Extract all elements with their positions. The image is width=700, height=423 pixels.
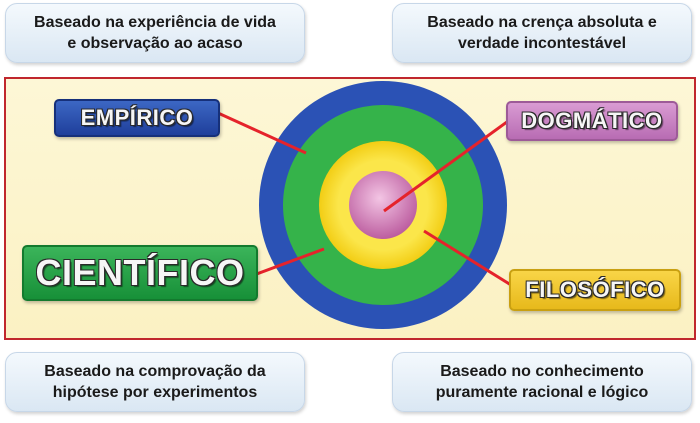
connector-filosofico xyxy=(423,229,512,287)
caption-line: Baseado na comprovação da xyxy=(44,363,266,380)
caption-philosophical: Baseado no conhecimento puramente racion… xyxy=(392,352,692,412)
caption-line: hipótese por experimentos xyxy=(52,384,258,401)
label-filosofico-text: FILOSÓFICO xyxy=(525,277,665,302)
label-empirico: EMPÍRICO xyxy=(54,99,220,137)
caption-line: Baseado na experiência de vida xyxy=(34,14,276,31)
connector-cientifico xyxy=(253,247,325,277)
caption-line: Baseado no conhecimento xyxy=(440,363,644,380)
knowledge-types-diagram: EMPÍRICO DOGMÁTICO CIENTÍFICO FILOSÓFICO xyxy=(4,77,696,340)
label-dogmatico: DOGMÁTICO xyxy=(506,101,678,141)
caption-line: e observação ao acaso xyxy=(67,35,243,52)
connector-dogmatico xyxy=(383,117,512,213)
center-pink xyxy=(349,171,417,239)
label-empirico-text: EMPÍRICO xyxy=(80,105,194,130)
label-filosofico: FILOSÓFICO xyxy=(509,269,681,311)
caption-dogmatic: Baseado na crença absoluta e verdade inc… xyxy=(392,3,692,63)
concentric-circles xyxy=(217,81,512,329)
label-dogmatico-text: DOGMÁTICO xyxy=(521,108,663,133)
label-cientifico-text: CIENTÍFICO xyxy=(35,252,245,293)
caption-line: puramente racional e lógico xyxy=(435,384,649,401)
caption-line: verdade incontestável xyxy=(457,35,627,52)
caption-empirical: Baseado na experiência de vida e observa… xyxy=(5,3,305,63)
caption-line: Baseado na crença absoluta e xyxy=(427,14,657,31)
connector-empirico xyxy=(217,111,307,155)
label-cientifico: CIENTÍFICO xyxy=(22,245,258,301)
caption-scientific: Baseado na comprovação da hipótese por e… xyxy=(5,352,305,412)
